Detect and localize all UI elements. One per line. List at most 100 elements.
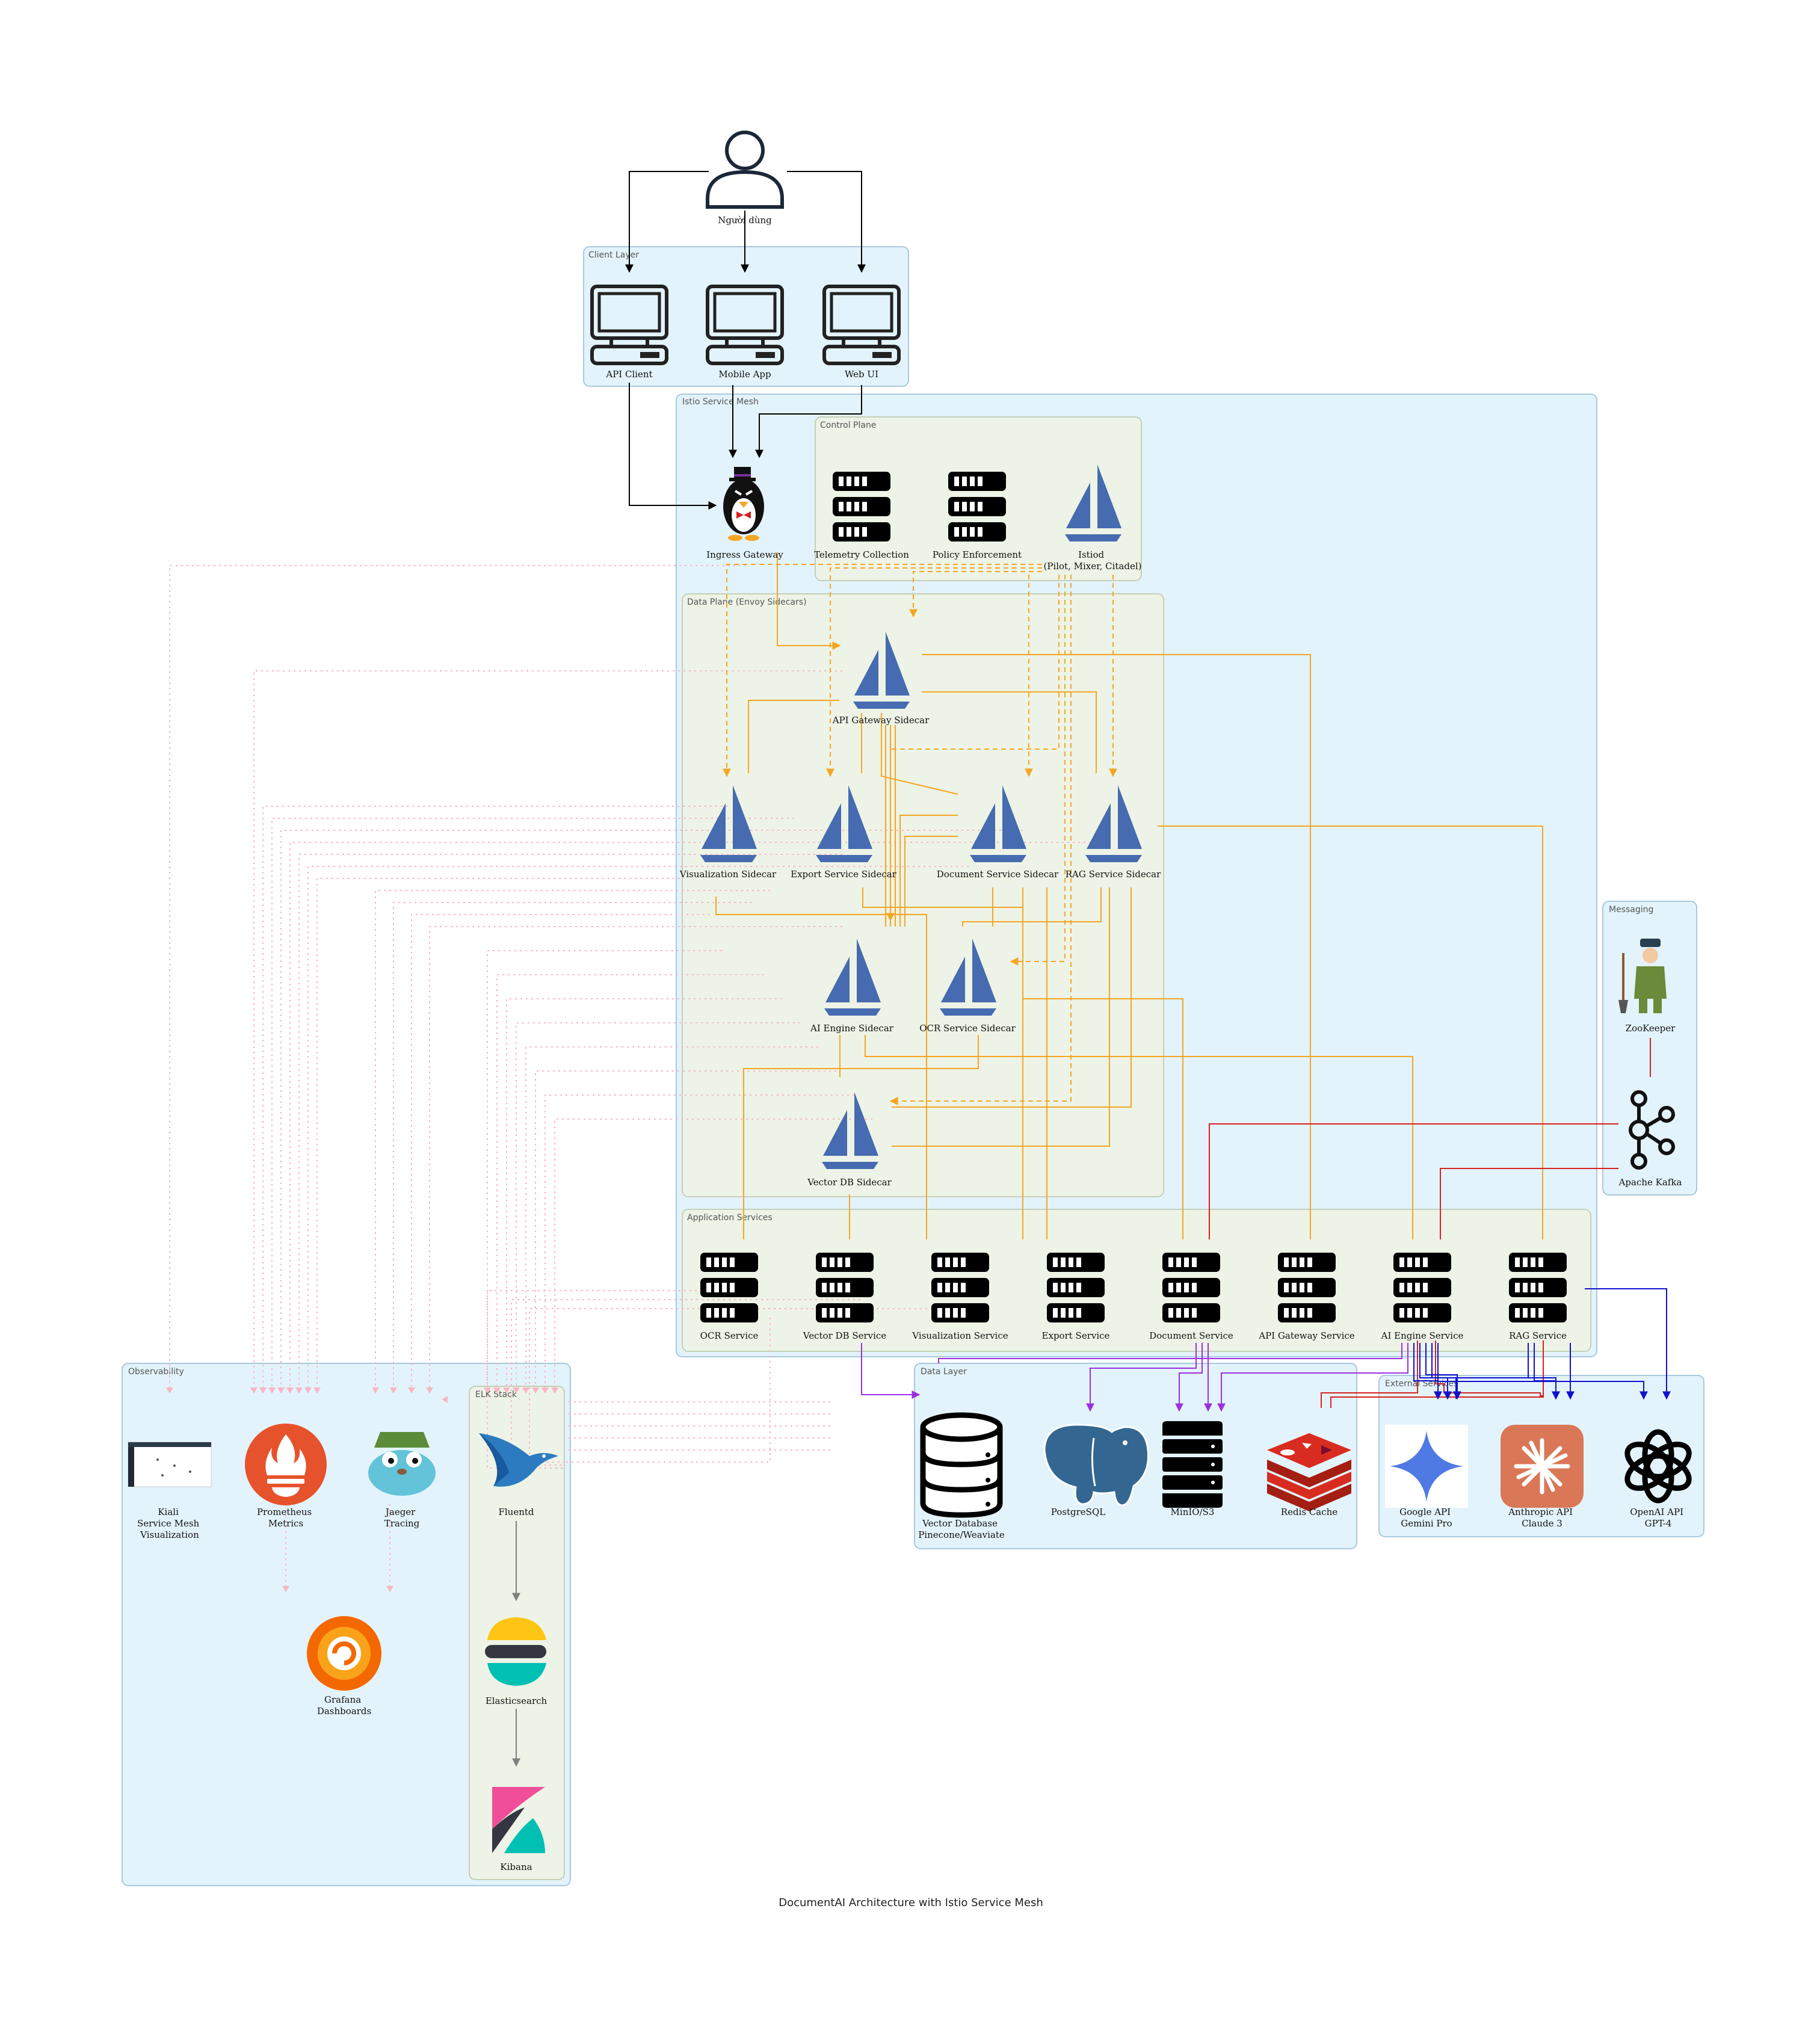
ingress-gateway-label: Ingress Gateway bbox=[706, 549, 783, 560]
svg-text:Fluentd: Fluentd bbox=[498, 1507, 534, 1517]
person-icon bbox=[706, 131, 784, 209]
jaeger-label: Jaeger bbox=[384, 1507, 416, 1517]
user-node[interactable]: Người dùng bbox=[706, 131, 784, 226]
cluster-observability-label: Observability bbox=[128, 1367, 184, 1377]
svg-text:AI Engine Service: AI Engine Service bbox=[1381, 1330, 1464, 1341]
ocr-service-node[interactable]: OCR Service bbox=[700, 1253, 759, 1341]
postgresql-node[interactable]: PostgreSQL bbox=[1043, 1424, 1149, 1517]
svg-text:OCR Service Sidecar: OCR Service Sidecar bbox=[919, 1023, 1016, 1034]
zookeeper-node[interactable]: ZooKeeper bbox=[1618, 939, 1676, 1034]
prometheus-sublabel: Metrics bbox=[268, 1518, 303, 1529]
telemetry-collection-node[interactable]: Telemetry Collection bbox=[814, 472, 909, 560]
server-rack-icon bbox=[1393, 1253, 1451, 1322]
cluster-application-services-label: Application Services bbox=[687, 1213, 773, 1223]
openai-label: OpenAI API bbox=[1630, 1507, 1683, 1517]
api-gateway-sidecar-node[interactable]: API Gateway Sidecar bbox=[832, 632, 930, 726]
kiali-node[interactable]: Kiali Service Mesh Visualization bbox=[128, 1442, 212, 1540]
minio-s3-node[interactable]: MinIO/S3 bbox=[1162, 1421, 1223, 1517]
server-rack-icon bbox=[1162, 1253, 1220, 1322]
svg-text:API Client: API Client bbox=[605, 369, 652, 380]
grafana-label: Grafana bbox=[324, 1694, 361, 1705]
visualization-service-node[interactable]: Visualization Service bbox=[912, 1253, 1008, 1341]
user-label: Người dùng bbox=[718, 215, 772, 226]
jaeger-node[interactable]: Jaeger Tracing bbox=[368, 1432, 436, 1529]
istiod-node[interactable]: Istiod (Pilot, Mixer, Citadel) bbox=[1043, 464, 1142, 572]
server-rack-icon bbox=[948, 472, 1006, 542]
svg-text:OCR Service: OCR Service bbox=[700, 1330, 759, 1341]
storage-stack-icon bbox=[1162, 1421, 1223, 1508]
kiali-sublabel-2: Visualization bbox=[140, 1529, 199, 1540]
ai-engine-sidecar-node[interactable]: AI Engine Sidecar bbox=[810, 939, 894, 1034]
svg-text:Telemetry Collection: Telemetry Collection bbox=[814, 549, 909, 560]
ocr-service-sidecar-node[interactable]: OCR Service Sidecar bbox=[919, 939, 1016, 1034]
vector-db-service-node[interactable]: Vector DB Service bbox=[803, 1253, 887, 1341]
api-gateway-sidecar-label: API Gateway Sidecar bbox=[832, 715, 930, 726]
elasticsearch-icon bbox=[485, 1617, 546, 1686]
ai-engine-service-node[interactable]: AI Engine Service bbox=[1381, 1253, 1464, 1341]
redis-cache-node[interactable]: Redis Cache bbox=[1267, 1433, 1351, 1517]
openai-node[interactable]: OpenAI API GPT-4 bbox=[1622, 1429, 1695, 1529]
document-service-sidecar-label: Document Service Sidecar bbox=[937, 869, 1059, 880]
svg-text:Grafana Dashboards: Grafana Dashboards bbox=[317, 1694, 371, 1717]
api-client-label: API Client bbox=[605, 369, 652, 380]
gemini-star-icon bbox=[1385, 1425, 1468, 1508]
svg-text:Mobile App: Mobile App bbox=[718, 369, 771, 380]
openai-sublabel: GPT-4 bbox=[1645, 1518, 1672, 1529]
claude-node[interactable]: Anthropic API Claude 3 bbox=[1501, 1425, 1584, 1529]
svg-text:Istiod (Pilot, Mixer, Ci: Istiod (Pilot, Mixer, Citadel) bbox=[1043, 549, 1141, 572]
telemetry-collection-label: Telemetry Collection bbox=[814, 549, 909, 560]
ocr-service-label: OCR Service bbox=[700, 1330, 759, 1341]
apache-kafka-node[interactable]: Apache Kafka bbox=[1618, 1090, 1682, 1188]
server-rack-icon bbox=[816, 1253, 874, 1322]
kibana-node[interactable]: Kibana bbox=[492, 1787, 545, 1872]
visualization-sidecar-node[interactable]: Visualization Sidecar bbox=[679, 785, 777, 880]
server-rack-icon bbox=[700, 1253, 758, 1322]
elasticsearch-node[interactable]: Elasticsearch bbox=[485, 1617, 548, 1706]
edges-pink-arrowheads bbox=[166, 1387, 558, 1592]
api-client-node[interactable]: API Client bbox=[592, 286, 667, 380]
svg-text:ZooKeeper: ZooKeeper bbox=[1626, 1023, 1676, 1034]
export-service-sidecar-node[interactable]: Export Service Sidecar bbox=[791, 785, 897, 880]
edges-data-purple bbox=[861, 1343, 1408, 1412]
api-gateway-service-node[interactable]: API Gateway Service bbox=[1258, 1253, 1355, 1341]
cluster-data-plane bbox=[682, 593, 1164, 1197]
edges-user-to-clients bbox=[625, 171, 866, 510]
policy-enforcement-node[interactable]: Policy Enforcement bbox=[933, 472, 1022, 560]
document-service-sidecar-node[interactable]: Document Service Sidecar bbox=[937, 785, 1059, 880]
istiod-sublabel: (Pilot, Mixer, Citadel) bbox=[1043, 561, 1141, 572]
istiod-label: Istiod bbox=[1078, 549, 1104, 560]
policy-enforcement-label: Policy Enforcement bbox=[933, 549, 1022, 560]
penguin-gateway-icon bbox=[723, 467, 764, 541]
claude-label: Anthropic API bbox=[1508, 1507, 1573, 1517]
vector-db-sidecar-node[interactable]: Vector DB Sidecar bbox=[807, 1092, 892, 1188]
export-service-sidecar-label: Export Service Sidecar bbox=[791, 869, 897, 880]
svg-text:Elasticsearch: Elasticsearch bbox=[486, 1695, 548, 1706]
mobile-app-node[interactable]: Mobile App bbox=[708, 286, 782, 380]
gemini-node[interactable]: Google API Gemini Pro bbox=[1385, 1425, 1468, 1529]
prometheus-node[interactable]: Prometheus Metrics bbox=[245, 1424, 327, 1529]
web-ui-node[interactable]: Web UI bbox=[824, 286, 899, 380]
rag-service-sidecar-node[interactable]: RAG Service Sidecar bbox=[1066, 785, 1161, 880]
ai-engine-service-label: AI Engine Service bbox=[1381, 1330, 1464, 1341]
svg-text:MinIO/S3: MinIO/S3 bbox=[1171, 1507, 1215, 1517]
svg-text:RAG Service Sidecar: RAG Service Sidecar bbox=[1066, 869, 1161, 880]
kafka-icon bbox=[1629, 1090, 1675, 1170]
rag-service-node[interactable]: RAG Service bbox=[1509, 1253, 1567, 1341]
kibana-icon bbox=[492, 1787, 545, 1853]
cluster-data-layer-label: Data Layer bbox=[921, 1367, 967, 1377]
web-ui-label: Web UI bbox=[845, 369, 878, 380]
grafana-node[interactable]: Grafana Dashboards bbox=[307, 1616, 381, 1717]
fluentd-node[interactable]: Fluentd bbox=[479, 1433, 558, 1517]
redis-icon bbox=[1267, 1433, 1351, 1511]
cluster-client-layer-label: Client Layer bbox=[588, 250, 639, 260]
svg-text:Vector DB Sidecar: Vector DB Sidecar bbox=[807, 1177, 892, 1188]
mobile-app-label: Mobile App bbox=[718, 369, 771, 380]
vector-database-node[interactable]: Vector Database Pinecone/Weaviate bbox=[918, 1412, 1005, 1540]
document-service-node[interactable]: Document Service bbox=[1149, 1253, 1233, 1341]
export-service-label: Export Service bbox=[1042, 1330, 1110, 1341]
cluster-messaging-label: Messaging bbox=[1609, 905, 1653, 915]
svg-text:Kiali Service Mesh: Kiali Service Mesh Visualization bbox=[137, 1507, 202, 1540]
ingress-gateway-node[interactable]: Ingress Gateway bbox=[706, 467, 783, 560]
export-service-node[interactable]: Export Service bbox=[1042, 1253, 1110, 1341]
